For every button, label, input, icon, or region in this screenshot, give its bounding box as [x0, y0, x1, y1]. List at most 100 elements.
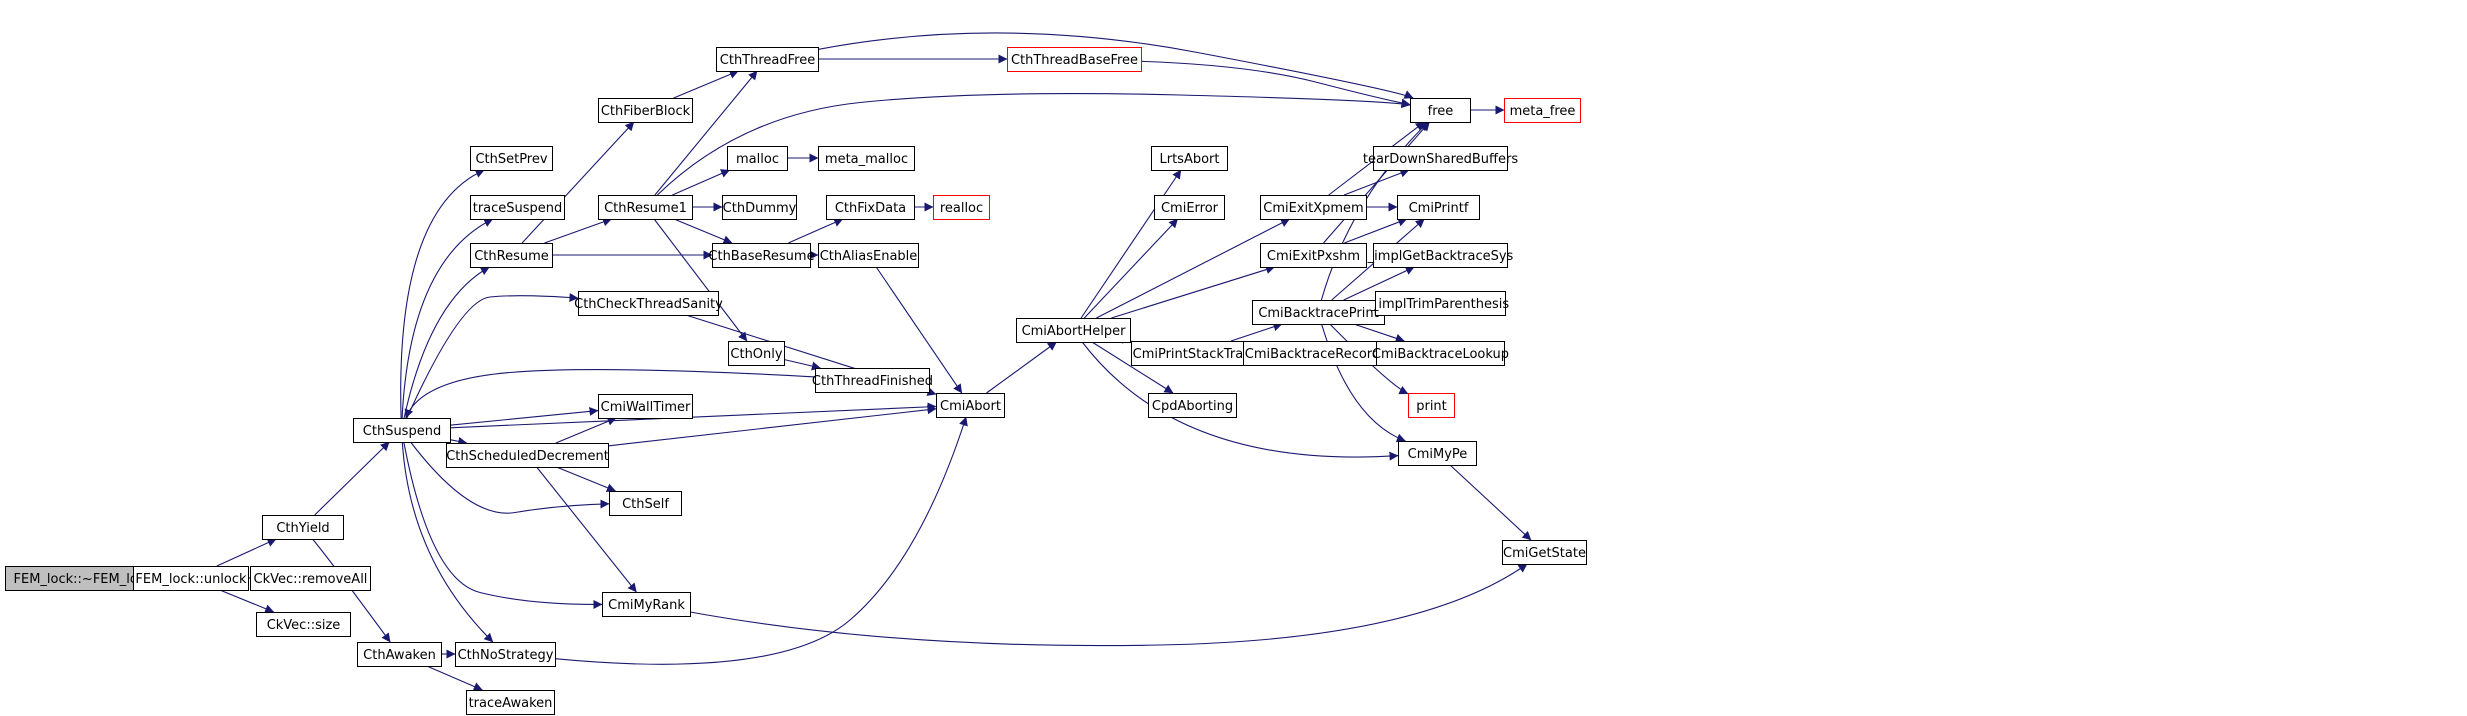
- node-cmiprintf[interactable]: CmiPrintf: [1397, 195, 1480, 220]
- node-box: [712, 243, 811, 268]
- edge-cththreadfree-to-free: [817, 32, 1414, 99]
- node-box: [1373, 243, 1508, 268]
- node-label: CmiExitXpmem: [1263, 201, 1363, 216]
- node-cmibacktracerecord[interactable]: CmiBacktraceRecord: [1243, 341, 1382, 366]
- node-cmibacktracelookup[interactable]: CmiBacktraceLookup: [1372, 341, 1509, 366]
- node-cthawaken[interactable]: CthAwaken: [357, 642, 442, 667]
- edge-cthschedulieddec-to-cthself: [556, 466, 616, 492]
- node-box: [1375, 291, 1506, 316]
- node-box: [1151, 146, 1228, 171]
- node-cthyield[interactable]: CthYield: [262, 515, 344, 540]
- node-label: free: [1428, 104, 1454, 119]
- edge-cthresume-to-cthfiberblock: [521, 121, 635, 244]
- node-cmibacktraceprint[interactable]: CmiBacktracePrint: [1252, 300, 1385, 325]
- node-cththreadbasefree[interactable]: CthThreadBaseFree: [1007, 47, 1142, 72]
- node-cthaliasenable[interactable]: CthAliasEnable: [818, 243, 919, 268]
- node-cthresume[interactable]: CthResume: [470, 243, 553, 268]
- node-cthdummy[interactable]: CthDummy: [722, 195, 797, 220]
- node-label: CthFiberBlock: [601, 104, 691, 119]
- node-impltrimparenthesis[interactable]: _implTrimParenthesis: [1371, 291, 1510, 316]
- node-cthcheckthreadsanity[interactable]: CthCheckThreadSanity: [574, 291, 723, 316]
- edge-cmimype-to-cmigetstate: [1449, 464, 1532, 541]
- node-label: CthScheduledDecrement: [446, 449, 609, 464]
- node-box: [598, 98, 693, 123]
- node-cpdaborting[interactable]: CpdAborting: [1148, 393, 1237, 418]
- edge-cthschedulieddec-to-cmiwalltimer: [555, 417, 617, 444]
- node-box: [470, 243, 553, 268]
- node-traceawaken[interactable]: traceAwaken: [466, 690, 555, 715]
- node-cthfixdata[interactable]: CthFixData: [826, 195, 915, 220]
- node-cthbaseresume[interactable]: CthBaseResume: [708, 243, 815, 268]
- edge-cthfiberblock-to-cththreadfree: [673, 70, 739, 99]
- node-cmiabort[interactable]: CmiAbort: [936, 393, 1005, 418]
- node-lrtsabort[interactable]: LrtsAbort: [1151, 146, 1228, 171]
- node-box: [1373, 146, 1508, 171]
- node-meta_malloc[interactable]: meta_malloc: [818, 146, 915, 171]
- node-label: FEM_lock::unlock: [135, 572, 247, 587]
- node-label: malloc: [736, 152, 779, 167]
- node-cththreadfinished[interactable]: CthThreadFinished: [812, 368, 933, 393]
- node-tracesuspend[interactable]: traceSuspend: [470, 195, 565, 220]
- node-fem_unlock[interactable]: FEM_lock::unlock: [133, 566, 249, 591]
- node-teardownsharedbuffers[interactable]: tearDownSharedBuffers: [1363, 146, 1518, 171]
- node-cththreadfree[interactable]: CthThreadFree: [716, 47, 819, 72]
- node-cthself[interactable]: CthSelf: [609, 491, 682, 516]
- node-realloc[interactable]: realloc: [933, 195, 990, 220]
- node-cmiaborthelper[interactable]: CmiAbortHelper: [1016, 318, 1131, 343]
- node-label: CthYield: [276, 521, 329, 536]
- node-box: [602, 592, 691, 617]
- node-box: [1260, 195, 1367, 220]
- edge-cthresume1-to-cthbaseresume: [673, 218, 733, 244]
- node-free[interactable]: free: [1410, 98, 1471, 123]
- node-cthnostrategy[interactable]: CthNoStrategy: [455, 642, 556, 667]
- node-cthsuspend[interactable]: CthSuspend: [353, 418, 451, 443]
- node-cthonly[interactable]: CthOnly: [728, 341, 785, 366]
- node-box: [1007, 47, 1142, 72]
- node-cthresume1[interactable]: CthResume1: [598, 195, 693, 220]
- node-cmimype[interactable]: CmiMyPe: [1398, 441, 1477, 466]
- node-label: CthBaseResume: [708, 249, 814, 264]
- node-label: tearDownSharedBuffers: [1363, 152, 1518, 167]
- node-box: [1408, 393, 1455, 418]
- edge-cmiaborthelper-to-lrtsabort: [1080, 169, 1182, 319]
- edge-cthsuspend-to-cthsetprev: [400, 169, 485, 419]
- node-cmiexitpxshm[interactable]: CmiExitPxshm: [1260, 243, 1367, 268]
- node-implgetbacktracesys[interactable]: _implGetBacktraceSys: [1367, 243, 1514, 268]
- node-label: CmiPrintf: [1409, 201, 1469, 216]
- node-cmiwalltimer[interactable]: CmiWallTimer: [598, 394, 693, 419]
- node-cmiexitxpmem[interactable]: CmiExitXpmem: [1260, 195, 1367, 220]
- node-label: traceSuspend: [473, 201, 563, 216]
- edge-cthsuspend-to-tracesuspend: [401, 218, 494, 419]
- edge-cthsuspend-to-cmiwalltimer: [449, 406, 599, 426]
- node-malloc[interactable]: malloc: [727, 146, 788, 171]
- node-box: [1502, 540, 1587, 565]
- edge-cthresume1-to-cththreadfree: [654, 70, 758, 196]
- node-box: [455, 642, 556, 667]
- node-cmiprintstacktrace[interactable]: CmiPrintStackTrace: [1131, 341, 1260, 366]
- node-cmigetstate[interactable]: CmiGetState: [1502, 540, 1587, 565]
- edge-cthschedulieddec-to-cmiabort: [607, 405, 937, 447]
- node-cthfiberblock[interactable]: CthFiberBlock: [598, 98, 693, 123]
- node-box: [716, 47, 819, 72]
- node-label: meta_free: [1510, 104, 1576, 119]
- node-meta_free[interactable]: meta_free: [1504, 98, 1581, 123]
- node-removeall[interactable]: CkVec::removeAll: [250, 566, 371, 591]
- node-box: [357, 642, 442, 667]
- node-box: [826, 195, 915, 220]
- node-label: CthThreadFinished: [812, 374, 933, 389]
- node-size[interactable]: CkVec::size: [256, 612, 351, 637]
- node-box: [470, 195, 565, 220]
- node-cthschedulieddec[interactable]: CthScheduledDecrement: [446, 443, 609, 468]
- node-cmierror[interactable]: CmiError: [1154, 195, 1225, 220]
- node-label: traceAwaken: [469, 696, 553, 711]
- node-print[interactable]: print: [1408, 393, 1455, 418]
- node-label: CmiWallTimer: [601, 400, 691, 415]
- node-cmimyrank[interactable]: CmiMyRank: [602, 592, 691, 617]
- node-label: CmiMyRank: [608, 598, 685, 613]
- node-box: [1398, 441, 1477, 466]
- edge-cththreadbasefree-to-free: [1140, 60, 1411, 108]
- node-box: [1148, 393, 1237, 418]
- node-cthsetprev[interactable]: CthSetPrev: [470, 146, 553, 171]
